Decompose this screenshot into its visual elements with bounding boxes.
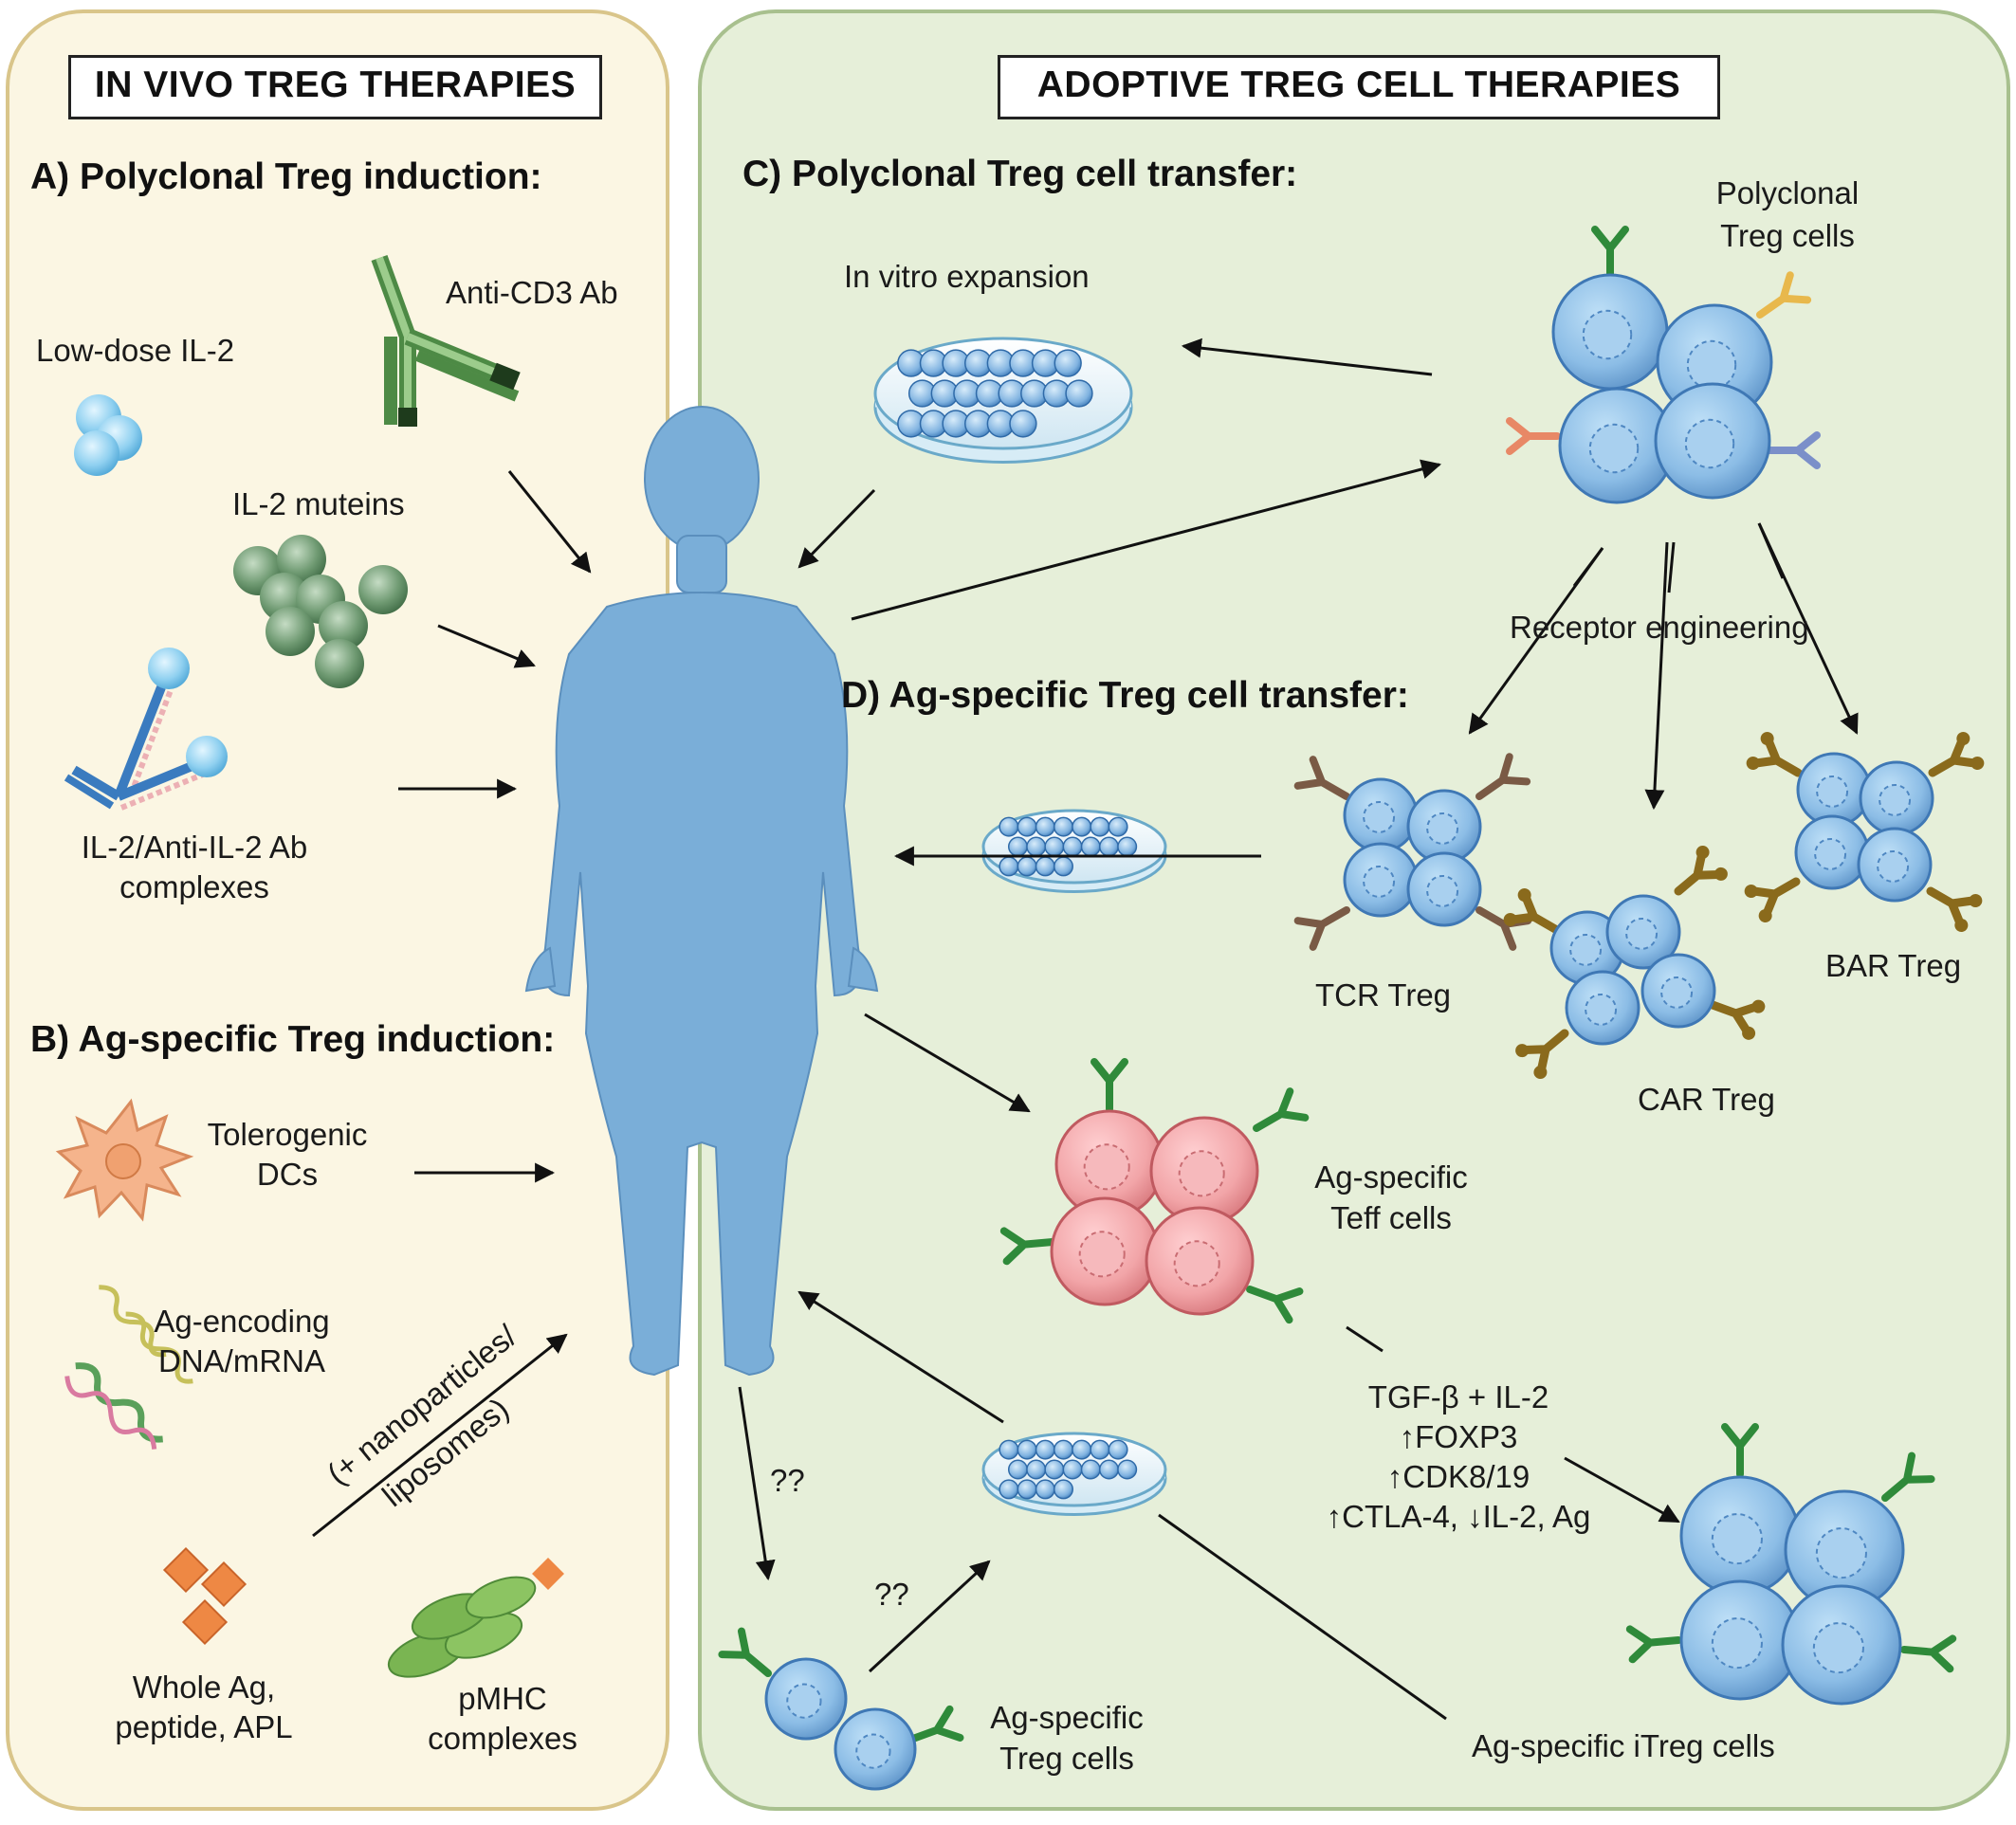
label-teff-line2: Teff cells xyxy=(1330,1200,1452,1235)
label-anti-cd3: Anti-CD3 Ab xyxy=(446,275,618,310)
label-ag-treg-line1: Ag-specific xyxy=(990,1700,1144,1735)
itreg-cell-cluster xyxy=(1625,1423,1957,1706)
section-c-heading: C) Polyclonal Treg cell transfer: xyxy=(742,154,1298,194)
ag-specific-treg-cells xyxy=(718,1627,964,1791)
arrow-muteins-to-human xyxy=(437,624,536,668)
label-ag-itreg: Ag-specific iTreg cells xyxy=(1472,1728,1775,1763)
arrow-ag-treg-to-dish xyxy=(868,1560,991,1673)
label-whole-ag-line2: peptide, APL xyxy=(115,1709,293,1744)
line-poly-treg-to-receptor-engineering-mid xyxy=(1667,541,1676,593)
arrow-human-to-ag-treg xyxy=(738,1386,776,1581)
label-condition-cdk: ↑CDK8/19 xyxy=(1386,1459,1530,1494)
panel-title-adoptive: ADOPTIVE TREG CELL THERAPIES xyxy=(998,55,1720,119)
label-ag-dna-line2: DNA/mRNA xyxy=(157,1343,325,1378)
arrow-human-to-teff xyxy=(864,1013,1031,1113)
line-teff-to-conditions xyxy=(1346,1325,1384,1353)
label-whole-ag-line1: Whole Ag, xyxy=(132,1670,276,1705)
polyclonal-treg-cluster xyxy=(1506,226,1821,504)
label-question-2: ?? xyxy=(874,1577,909,1612)
section-a-heading: A) Polyclonal Treg induction: xyxy=(30,156,542,197)
label-car-treg: CAR Treg xyxy=(1638,1082,1775,1117)
label-condition-foxp3: ↑FOXP3 xyxy=(1399,1419,1518,1454)
il2-mutein-cluster xyxy=(233,535,408,688)
arrow-itreg-dish-to-human xyxy=(797,1290,1004,1424)
teff-cell-cluster xyxy=(999,1058,1310,1324)
panel-title-in-vivo: IN VIVO TREG THERAPIES xyxy=(68,55,602,119)
label-tolerogenic-dc-line2: DCs xyxy=(256,1157,319,1192)
line-poly-treg-to-receptor-engineering-left xyxy=(1572,547,1604,587)
arrow-conditions-to-itreg xyxy=(1564,1456,1680,1524)
label-pmhc-line2: complexes xyxy=(428,1721,577,1756)
arrow-nanoparticles-to-human xyxy=(312,1333,568,1538)
arrow-receptor-eng-to-car xyxy=(1644,541,1669,811)
pmhc-complex-icon xyxy=(387,1558,564,1678)
label-condition-ctla4: ↑CTLA-4, ↓IL-2, Ag xyxy=(1326,1499,1591,1534)
label-teff-line1: Ag-specific xyxy=(1314,1159,1468,1195)
bar-treg-cluster xyxy=(1744,732,1985,932)
human-silhouette xyxy=(524,406,879,1377)
section-b-heading: B) Ag-specific Treg induction: xyxy=(30,1019,556,1060)
il2-icon xyxy=(74,394,142,476)
label-receptor-engineering: Receptor engineering xyxy=(1510,610,1809,645)
label-pmhc-line1: pMHC xyxy=(458,1681,547,1716)
label-polyclonal-treg-line2: Treg cells xyxy=(1720,218,1855,253)
label-in-vitro-expansion: In vitro expansion xyxy=(844,259,1090,294)
arrow-human-to-poly-treg xyxy=(851,459,1442,621)
label-ag-treg-line2: Treg cells xyxy=(999,1741,1134,1776)
culture-dish-itreg xyxy=(981,1432,1167,1516)
arrow-dish-to-human xyxy=(797,488,876,569)
tcr-treg-cluster xyxy=(1293,753,1532,951)
dendritic-cell-icon xyxy=(55,1098,194,1222)
culture-dish-tcr xyxy=(981,809,1167,893)
label-tolerogenic-dc-line1: Tolerogenic xyxy=(207,1117,368,1152)
il2-antibody-complex-icon xyxy=(64,648,228,811)
label-ag-dna-line1: Ag-encoding xyxy=(154,1304,330,1339)
section-d-heading: D) Ag-specific Treg cell transfer: xyxy=(841,675,1409,716)
line-poly-treg-to-receptor-engineering-right xyxy=(1757,522,1785,579)
label-condition-tgfb: TGF-β + IL-2 xyxy=(1367,1379,1549,1414)
label-low-dose-il2: Low-dose IL-2 xyxy=(36,333,235,368)
label-il2-muteins: IL-2 muteins xyxy=(232,486,405,521)
car-treg-cluster xyxy=(1503,845,1766,1080)
label-tcr-treg: TCR Treg xyxy=(1315,977,1452,1013)
arrow-poly-treg-to-dish xyxy=(1181,338,1433,376)
line-dish-to-itreg-label xyxy=(1158,1513,1447,1721)
antibody-icon xyxy=(371,254,521,427)
arrow-anti-cd3-to-human xyxy=(507,470,592,574)
label-question-1: ?? xyxy=(770,1463,805,1498)
label-il2-complex-line2: complexes xyxy=(119,869,269,904)
dna-mrna-icon xyxy=(64,1285,193,1450)
label-bar-treg: BAR Treg xyxy=(1825,948,1962,983)
culture-dish-polyclonal xyxy=(873,337,1133,464)
antigen-peptide-icon xyxy=(162,1546,247,1646)
label-polyclonal-treg-line1: Polyclonal xyxy=(1715,175,1860,210)
label-il2-complex-line1: IL-2/Anti-IL-2 Ab xyxy=(81,830,308,865)
